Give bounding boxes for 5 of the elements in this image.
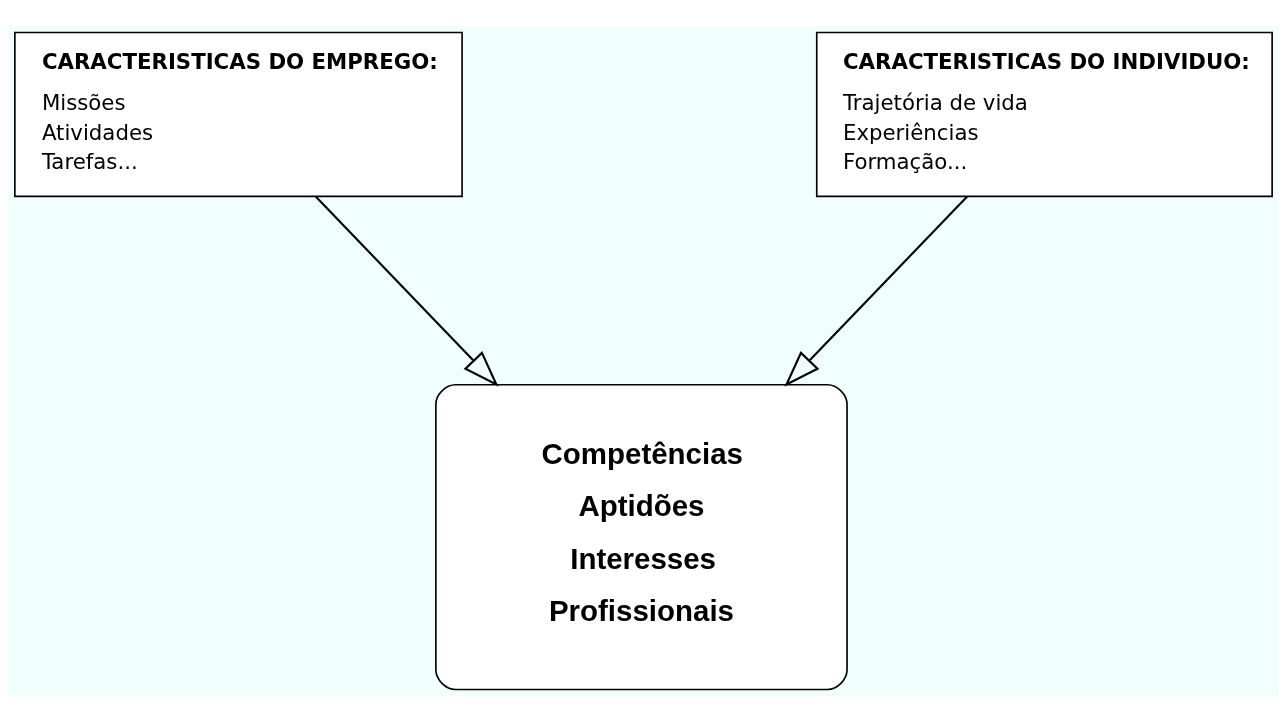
- node-box: CARACTERISTICAS DO INDIVIDUO: Trajetória de vida Experiências Formação...: [815, 31, 1273, 198]
- node-box: CARACTERISTICAS DO EMPREGO: Missões Atividades Tarefas...: [14, 31, 463, 198]
- arrow: [314, 195, 499, 387]
- node-box: Competências Aptidões Interesses Profissionais: [435, 383, 848, 691]
- arrow: [784, 195, 968, 387]
